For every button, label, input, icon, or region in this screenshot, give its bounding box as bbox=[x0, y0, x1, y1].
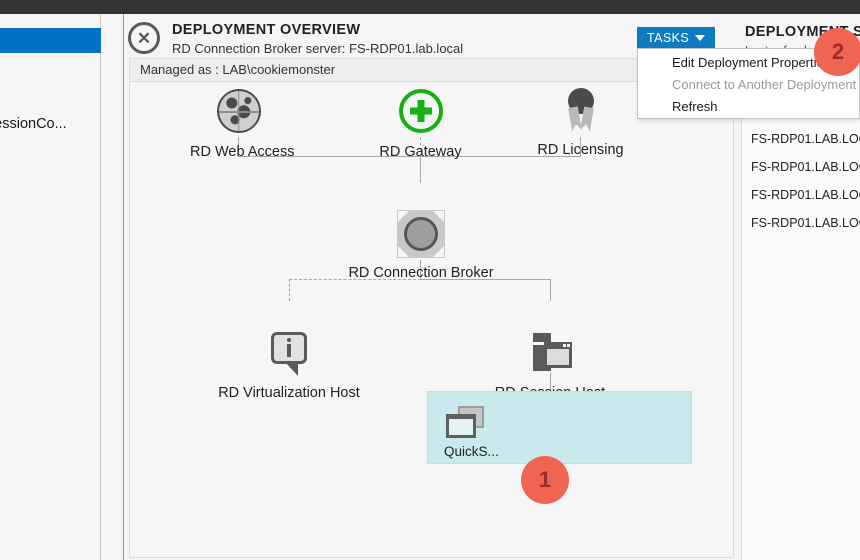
globe-icon bbox=[215, 89, 263, 137]
menu-item-connect-to-another-deployment: Connect to Another Deployment bbox=[672, 77, 857, 92]
sidebar-item-label: ckSessionCo... bbox=[0, 116, 67, 132]
ribbon-award-icon bbox=[557, 87, 605, 135]
tasks-dropdown-menu: Edit Deployment Properties Connect to An… bbox=[637, 48, 860, 119]
info-bubble-icon bbox=[265, 330, 313, 378]
connector-to-virtualization-host bbox=[289, 279, 290, 301]
tasks-button-label: TASKS bbox=[647, 30, 690, 45]
node-rd-connection-broker[interactable]: RD Connection Broker bbox=[347, 210, 495, 281]
connector-webaccess-down bbox=[238, 137, 239, 157]
session-host-icon bbox=[526, 330, 574, 378]
node-rd-gateway[interactable]: RD Gateway bbox=[372, 87, 469, 160]
collection-quicksessioncollection[interactable]: QuickS... bbox=[427, 391, 692, 464]
annotation-badge-1: 1 bbox=[521, 456, 569, 504]
connector-to-broker bbox=[420, 156, 421, 183]
collection-label: QuickS... bbox=[444, 444, 499, 459]
page-title: DEPLOYMENT OVERVIEW bbox=[172, 22, 361, 38]
connector-row1-horizontal bbox=[238, 156, 581, 157]
connector-gateway-dashed bbox=[420, 137, 421, 157]
connector-licensing-down bbox=[580, 137, 581, 157]
menu-item-edit-deployment-properties[interactable]: Edit Deployment Properties bbox=[672, 55, 831, 70]
sidebar-item-collections[interactable]: tions bbox=[0, 84, 101, 109]
table-row[interactable]: FS-RDP01.LAB.LOCAL bbox=[751, 132, 860, 146]
node-label: RD Gateway bbox=[379, 144, 462, 160]
chevron-down-icon bbox=[695, 35, 705, 41]
connection-broker-icon bbox=[397, 210, 445, 258]
tasks-button[interactable]: TASKS bbox=[637, 27, 715, 48]
node-label: RD Connection Broker bbox=[348, 265, 494, 281]
node-label: RD Virtualization Host bbox=[218, 385, 360, 401]
table-row[interactable]: FS-RDP01.LAB.LOCAL bbox=[751, 216, 860, 230]
sidebar-item-servers[interactable]: s bbox=[0, 56, 101, 81]
node-label: RD Web Access bbox=[190, 144, 295, 160]
sidebar-item-overview[interactable]: iew bbox=[0, 28, 101, 53]
menu-item-refresh[interactable]: Refresh bbox=[672, 99, 718, 114]
window-title-bar bbox=[0, 0, 860, 14]
annotation-badge-2: 2 bbox=[814, 28, 860, 76]
sidebar-item-label: tions bbox=[0, 88, 1, 104]
node-rd-licensing[interactable]: RD Licensing bbox=[532, 87, 629, 158]
sidebar-item-quicksessioncollection[interactable]: ckSessionCo... bbox=[0, 112, 101, 137]
connector-row2-horizontal-right bbox=[420, 279, 551, 280]
connector-broker-down bbox=[420, 260, 421, 280]
managed-as-bar: Managed as : LAB\cookiemonster bbox=[129, 58, 734, 82]
collection-icon bbox=[446, 406, 488, 440]
page-subtitle: RD Connection Broker server: FS-RDP01.la… bbox=[172, 41, 464, 56]
node-rd-web-access[interactable]: RD Web Access bbox=[190, 87, 295, 160]
deployment-diagram-canvas: RD Web Access RD Gateway RD Licensing bbox=[129, 82, 734, 558]
navigation-sidebar: iew s tions ckSessionCo... bbox=[0, 14, 101, 560]
plus-circle-icon bbox=[397, 89, 445, 137]
table-row[interactable]: FS-RDP01.LAB.LOCAL bbox=[751, 160, 860, 174]
servers-list-box bbox=[741, 64, 860, 560]
sidebar-gutter bbox=[102, 14, 124, 560]
table-row[interactable]: FS-RDP01.LAB.LOCAL bbox=[751, 188, 860, 202]
connector-to-session-host bbox=[550, 279, 551, 301]
connector-row2-horizontal-left bbox=[289, 279, 421, 280]
node-label: RD Licensing bbox=[537, 142, 624, 158]
remote-desktop-services-icon: ✕ bbox=[128, 22, 160, 54]
brand-glyph: ✕ bbox=[136, 28, 152, 48]
node-rd-virtualization-host[interactable]: RD Virtualization Host bbox=[210, 330, 368, 401]
panel-header: ✕ DEPLOYMENT OVERVIEW RD Connection Brok… bbox=[124, 14, 740, 56]
connector-sessionhost-to-collection bbox=[550, 373, 551, 392]
